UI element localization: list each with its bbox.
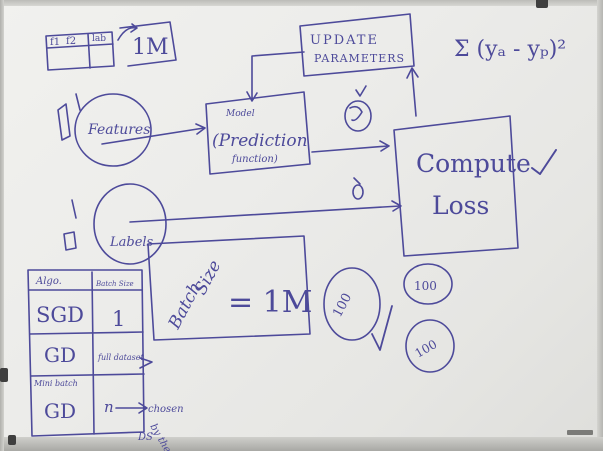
batch-circle [403, 263, 453, 305]
algo-minibatch-top: Mini batch [33, 379, 78, 388]
algo-sgd: SGD [36, 303, 84, 327]
frame-clip [0, 368, 8, 382]
size-label: Size [191, 257, 226, 298]
batch-sgd: 1 [112, 307, 125, 331]
algo-table-sketch [27, 269, 145, 437]
checkmark [371, 305, 393, 351]
labels-to-loss-arrow [129, 205, 401, 223]
loss-formula: Σ (yₐ - yₚ)² [454, 37, 566, 62]
features-label: Features [87, 122, 150, 138]
batch-size-box [147, 235, 311, 341]
board-frame-left [0, 0, 4, 451]
ds-note: DS [137, 432, 153, 443]
chosen-note: chosen [148, 404, 184, 415]
table-header-lab: lab [92, 34, 106, 44]
board-frame-top [0, 0, 603, 6]
algo-minibatch: GD [44, 399, 76, 423]
circle-label: 100 [413, 337, 440, 361]
features-arrow [101, 127, 205, 145]
frame-clip [8, 435, 16, 445]
table-header-f1: f1 [50, 37, 60, 48]
prediction-label: (Prediction [212, 131, 308, 151]
frame-clip [536, 0, 548, 8]
checkmark [531, 149, 557, 175]
circle-label: 100 [330, 291, 355, 320]
small-circle [344, 100, 372, 132]
batch-gd: full dataset [97, 353, 144, 362]
update-to-model-arrow [251, 51, 305, 101]
update-parameters-box [299, 13, 415, 77]
parameters-label: PARAMETERS [314, 52, 405, 65]
batch-circle [405, 319, 455, 373]
function-label: function) [231, 154, 278, 165]
model-to-loss-arrow [311, 145, 389, 153]
algo-gd: GD [44, 343, 76, 367]
batch-minibatch: n [104, 398, 114, 416]
labels-label: Labels [109, 235, 154, 250]
batch-size-header: Batch Size [95, 280, 134, 288]
features-sketch [57, 93, 152, 167]
model-box [205, 91, 311, 175]
board-frame-bottom [0, 437, 603, 451]
compute-label: Compute [416, 149, 531, 178]
compute-loss-box [393, 115, 519, 257]
batch-circle [323, 267, 381, 341]
loss-label: Loss [432, 191, 489, 220]
loss-to-update-arrow [411, 69, 417, 117]
table-header-f2: f2 [66, 36, 76, 47]
dataset-table-sketch [45, 21, 177, 71]
batch-value-label: = 1M [228, 285, 312, 320]
circle-label: 100 [414, 279, 437, 293]
board-brand-label [567, 430, 593, 435]
dataset-size-label: 1M [132, 35, 169, 60]
model-label: Model [225, 109, 255, 119]
board-frame-right [597, 0, 603, 451]
update-label: UPDATE [310, 33, 379, 48]
algo-header: Algo. [35, 276, 62, 287]
labels-sketch [63, 183, 167, 265]
